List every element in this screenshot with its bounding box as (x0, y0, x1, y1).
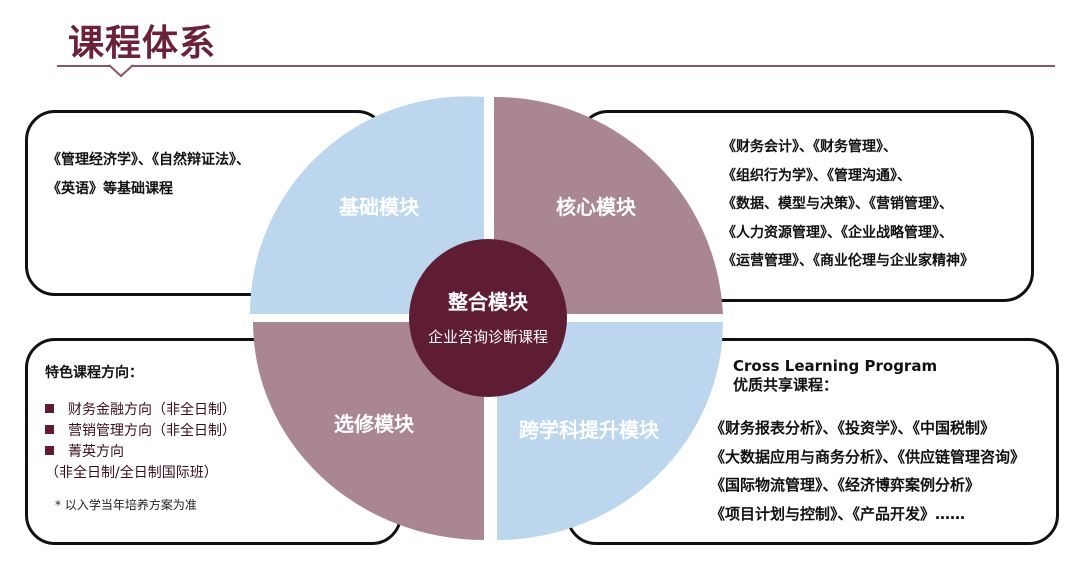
direction-item: 营销管理方向（非全日制） (45, 421, 236, 442)
course-line: 《人力资源管理》、《企业战略管理》、 (722, 224, 953, 241)
elective-heading: 特色课程方向： (45, 365, 143, 381)
title-divider (57, 65, 1055, 67)
bullet-square-icon (45, 425, 54, 434)
foundation-courses: 《管理经济学》、《自然辩证法》、 《英语》等基础课程 (47, 146, 250, 203)
cross-label: 跨学科提升模块 (519, 418, 659, 442)
core-quadrant (494, 96, 723, 314)
course-line: 《财务报表分析》、《投资学》、《中国税制》 (710, 419, 996, 437)
course-line: 《运营管理》、《商业伦理与企业家精神》 (722, 253, 974, 269)
cross-heading-en: Cross Learning Program (733, 357, 938, 375)
integration-label: 整合模块 (448, 290, 528, 314)
core-label: 核心模块 (556, 195, 636, 219)
elective-label: 选修模块 (334, 412, 414, 436)
elective-directions: 特色课程方向： 财务金融方向（非全日制） 营销管理方向（非全日制） 菁英方向 （… (45, 362, 236, 513)
cross-heading-cn: 优质共享课程： (733, 376, 839, 394)
cross-quadrant (497, 322, 723, 540)
course-line: 《项目计划与控制》、《产品开发》…… (710, 504, 966, 523)
course-line: 《英语》等基础课程 (47, 180, 173, 197)
integration-sublabel: 企业咨询诊断课程 (427, 328, 548, 346)
footnote: * 以入学当年培养方案为准 (55, 498, 197, 512)
bullet-square-icon (45, 404, 54, 413)
course-line: 《财务会计》、《财务管理》、 (722, 139, 897, 155)
direction-label: 财务金融方向（非全日制） (68, 402, 236, 418)
course-line: 《组织行为学》、《管理沟通》、 (722, 167, 911, 184)
cross-courses: 《财务报表分析》、《投资学》、《中国税制》 《大数据应用与商务分析》、《供应链管… (710, 414, 1025, 528)
direction-item: 菁英方向 (45, 442, 236, 463)
core-courses: 《财务会计》、《财务管理》、 《组织行为学》、《管理沟通》、 《数据、模型与决策… (722, 133, 974, 276)
elective-quadrant (253, 322, 484, 540)
direction-item: 财务金融方向（非全日制） (45, 400, 236, 421)
direction-label: 菁英方向 (68, 444, 124, 460)
course-line: 《国际物流管理》、《经济博弈案例分析》 (710, 476, 981, 494)
foundation-quadrant (249, 96, 484, 314)
page-title: 课程体系 (68, 23, 217, 64)
foundation-label: 基础模块 (339, 195, 419, 219)
course-line: 《数据、模型与决策》、《营销管理》、 (722, 196, 953, 212)
integration-circle (409, 239, 567, 397)
divider-notch-icon (108, 64, 134, 78)
course-line: 《管理经济学》、《自然辩证法》、 (47, 152, 250, 168)
course-line: 《大数据应用与商务分析》、《供应链管理咨询》 (710, 447, 1026, 466)
direction-note: （非全日制/全日制国际班） (45, 465, 218, 481)
bullet-square-icon (45, 446, 54, 455)
cross-heading: Cross Learning Program 优质共享课程： (733, 357, 937, 395)
direction-label: 营销管理方向（非全日制） (68, 423, 236, 439)
